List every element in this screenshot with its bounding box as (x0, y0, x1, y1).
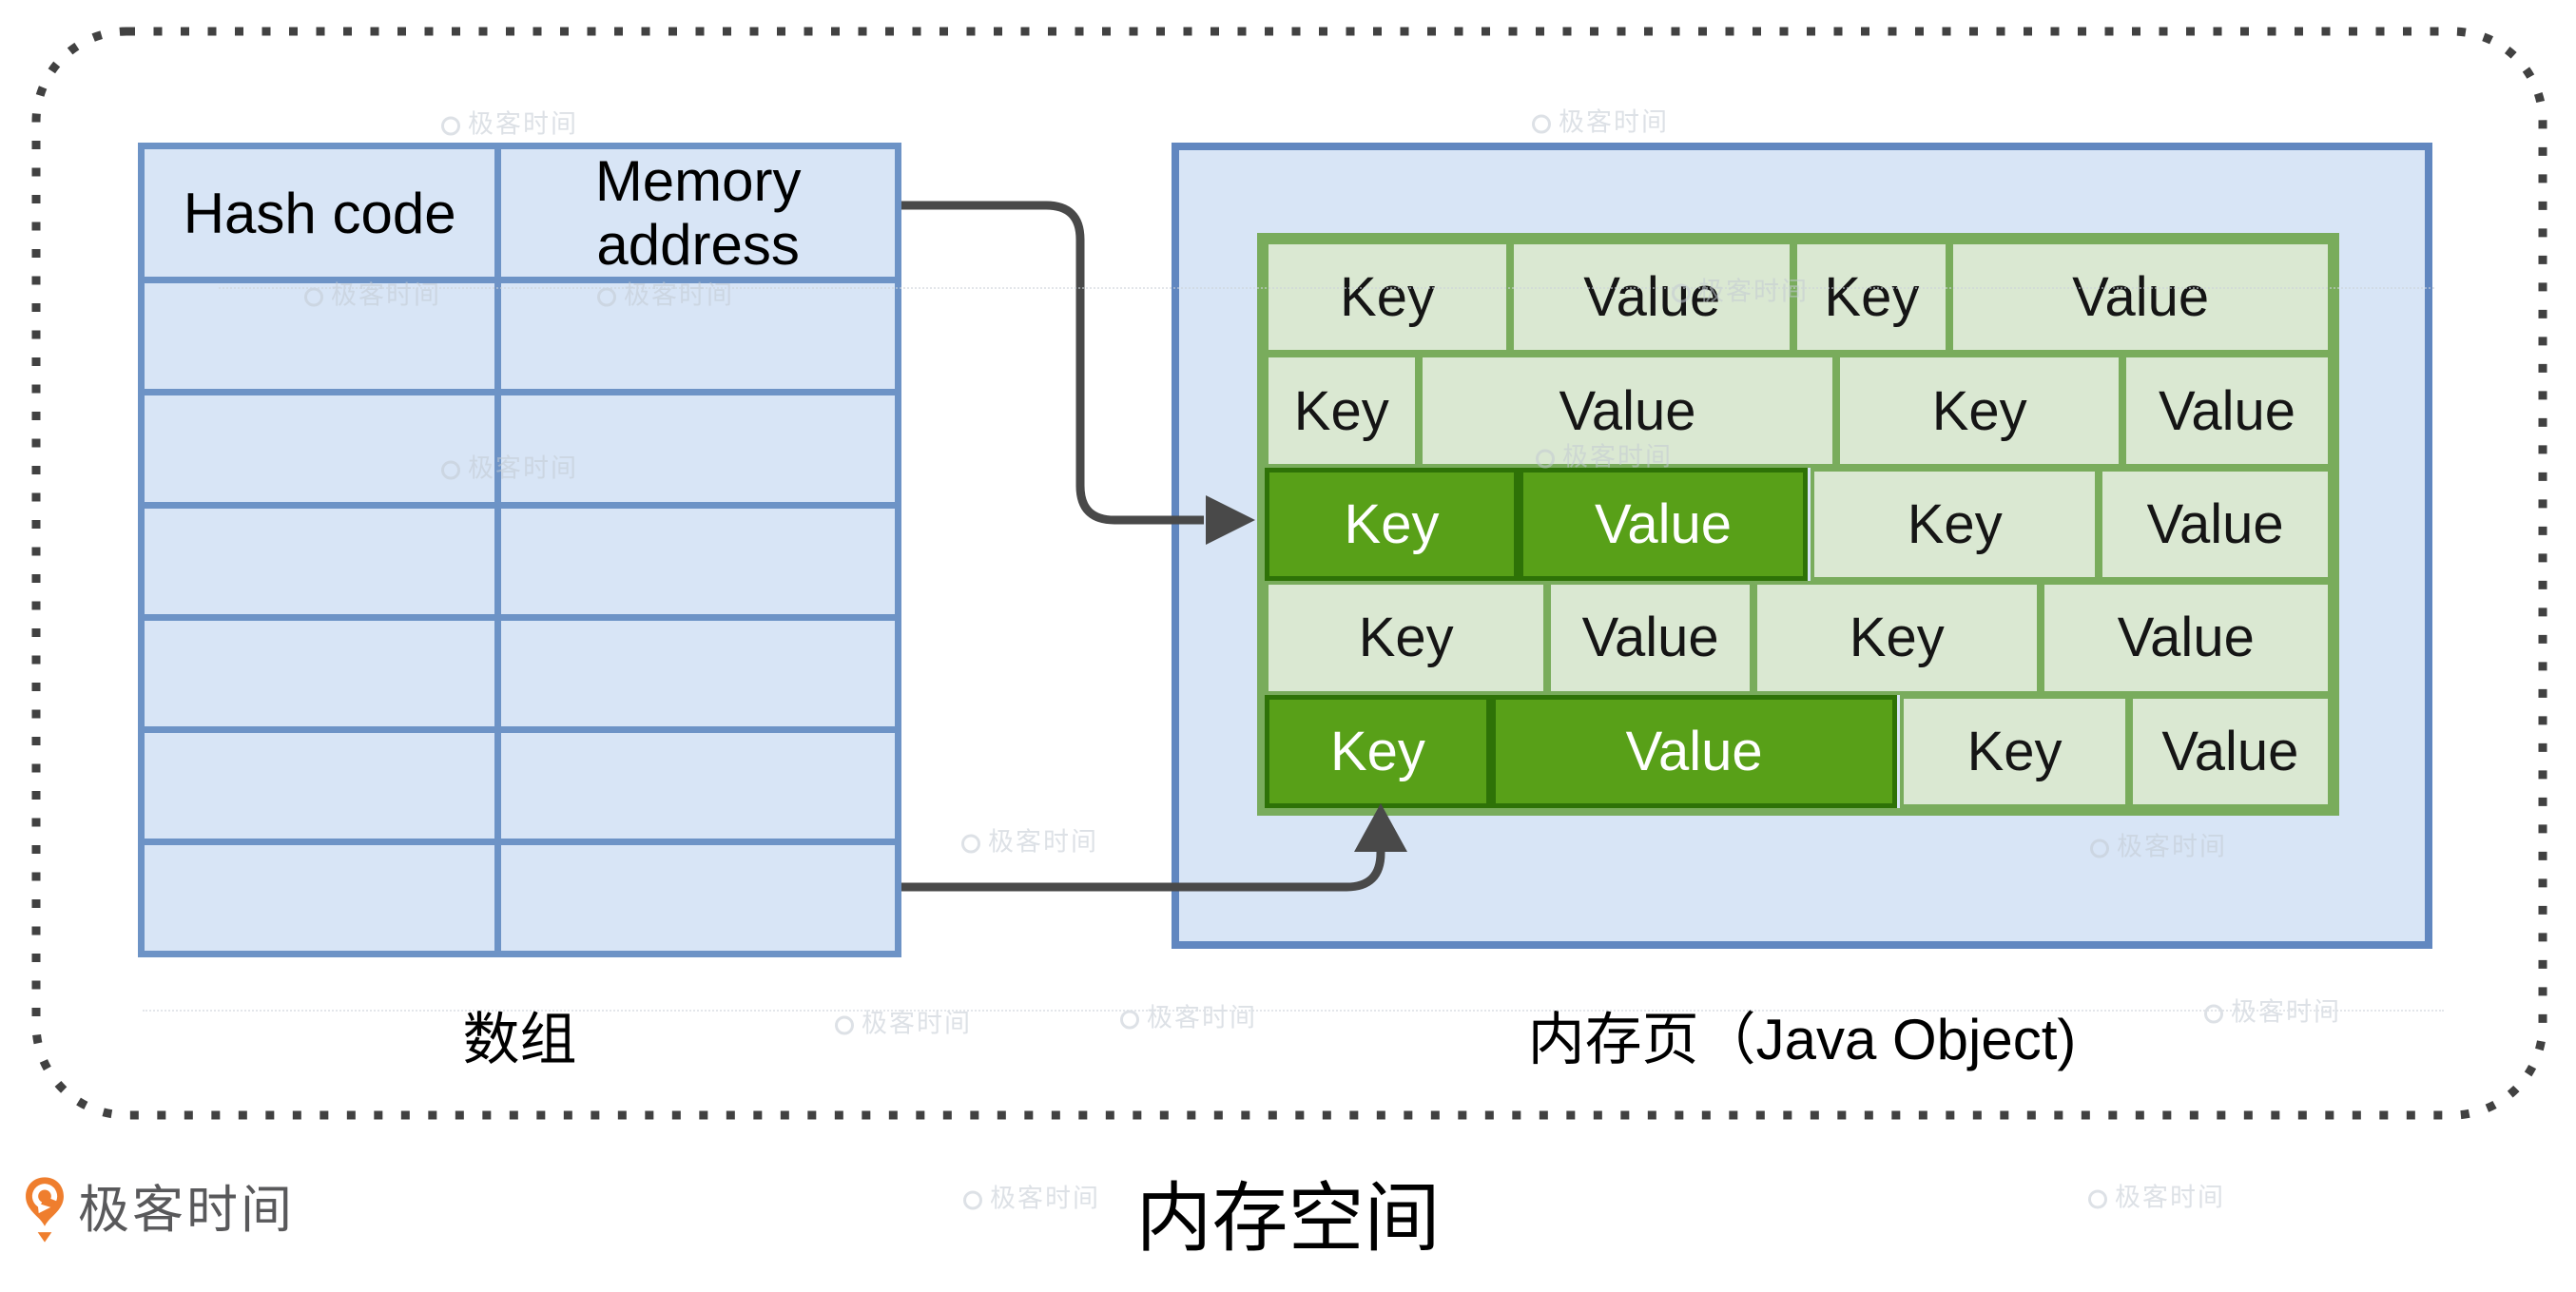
array-empty-cell (145, 283, 495, 390)
kv-cell-key: Key (1753, 581, 2041, 695)
kv-cell-key: Key (1265, 241, 1511, 355)
watermark-label: 极客时间 (1532, 102, 1669, 139)
diagram-title: 内存空间 (1135, 1176, 1441, 1261)
array-empty-cell (501, 395, 895, 502)
kv-cell-value: Value (1510, 241, 1794, 355)
geektime-logo: 极客时间 (25, 1177, 295, 1244)
kv-cell-value: Value (1949, 241, 2332, 355)
kv-cell-key: Key (1811, 467, 2100, 582)
geektime-pin-icon (26, 1177, 64, 1243)
array-empty-cell (145, 508, 495, 614)
array-empty-cell (501, 508, 895, 614)
kv-cell-value: Value (1547, 581, 1753, 695)
array-caption: 数组 (462, 1008, 577, 1071)
watermark-label: 极客时间 (961, 821, 1098, 858)
geektime-logo-text: 极客时间 (78, 1182, 295, 1239)
kv-cell-value: Value (1418, 354, 1837, 468)
kv-cell-value: Value (2099, 467, 2332, 582)
array-empty-cell (501, 732, 895, 839)
kv-cell-key: Key (1793, 241, 1950, 355)
table-header-memory-address: Memory address (501, 149, 895, 278)
array-empty-cell (501, 283, 895, 390)
array-empty-cell (145, 395, 495, 502)
watermark-text: 极客时间 (988, 827, 1098, 857)
kv-cell-value-highlighted: Value (1519, 467, 1809, 582)
hash-array-table: Hash code Memory address (138, 143, 901, 957)
kv-cell-value: Value (2122, 354, 2332, 468)
table-header-hash-code: Hash code (145, 149, 495, 278)
array-empty-cell (501, 844, 895, 951)
array-empty-cell (145, 732, 495, 839)
kv-cell-value: Value (2040, 581, 2332, 695)
header-label: Memory address (594, 149, 802, 278)
array-empty-cell (145, 844, 495, 951)
kv-cell-key: Key (1836, 354, 2123, 468)
kv-cell-key-highlighted: Key (1265, 467, 1520, 582)
arrow-header-to-row3 (901, 201, 1204, 525)
kv-cell-value: Value (2128, 694, 2332, 809)
kv-cell-key: Key (1265, 354, 1419, 468)
kv-cell-value-highlighted: Value (1490, 694, 1898, 809)
memory-page-caption: 内存页（Java Object) (1527, 1008, 2077, 1071)
array-empty-cell (501, 620, 895, 726)
kv-cell-key: Key (1265, 581, 1548, 695)
watermark-ring-icon (441, 116, 460, 136)
watermark-ring-icon (1120, 1010, 1139, 1030)
watermark-ring-icon (961, 834, 980, 854)
kv-cell-key-highlighted: Key (1265, 694, 1491, 809)
watermark-label: 极客时间 (441, 104, 578, 141)
watermark-text: 极客时间 (468, 109, 578, 139)
watermark-ring-icon (1532, 114, 1551, 134)
watermark-text: 极客时间 (1559, 107, 1669, 137)
header-label: Hash code (183, 181, 456, 245)
kv-cell-key: Key (1900, 694, 2129, 809)
array-empty-cell (145, 620, 495, 726)
